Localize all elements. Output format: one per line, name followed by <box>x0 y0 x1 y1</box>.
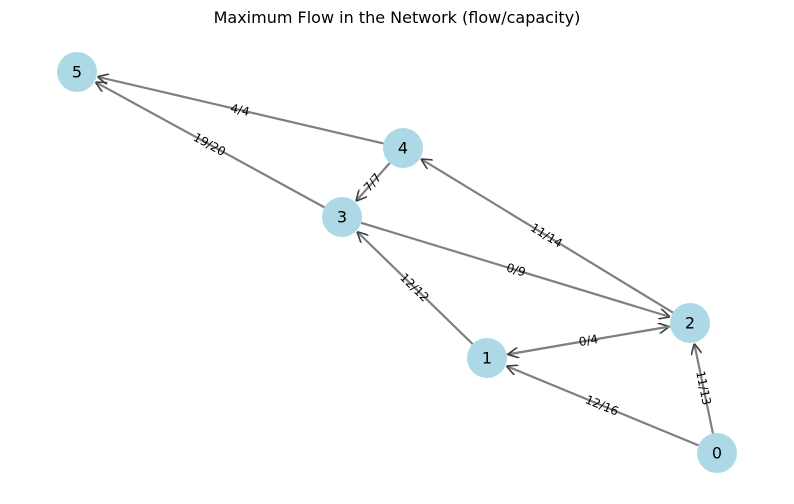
node-2: 2 <box>670 303 710 343</box>
edge-label-0-1: 12/16 <box>583 392 620 418</box>
node-circle <box>322 197 362 237</box>
node-circle <box>467 338 507 378</box>
edge-label-4-5: 4/4 <box>229 101 251 119</box>
edge-1-3 <box>357 232 474 345</box>
node-label: 3 <box>337 208 347 227</box>
node-label: 5 <box>72 63 82 82</box>
edge-4-5 <box>97 77 384 145</box>
edge-0-2 <box>694 344 715 434</box>
edge-label-2-1: 0/4 <box>578 332 599 349</box>
node-circle <box>670 303 710 343</box>
node-label: 1 <box>482 349 492 368</box>
edge-3-5 <box>95 81 325 209</box>
edge-label-3-2: 0/9 <box>505 260 528 279</box>
edge-3-2 <box>360 221 670 317</box>
node-label: 0 <box>712 444 722 463</box>
node-label: 4 <box>398 139 408 158</box>
node-3: 3 <box>322 197 362 237</box>
edge-label-3-5: 19/20 <box>191 130 228 159</box>
diagram-title: Maximum Flow in the Network (flow/capaci… <box>213 8 581 27</box>
node-circle <box>697 433 737 473</box>
node-label: 2 <box>685 314 695 333</box>
edge-4-3 <box>356 162 391 201</box>
edge-2-4 <box>421 159 674 314</box>
edge-0-1 <box>506 366 699 447</box>
node-5: 5 <box>57 52 97 92</box>
node-1: 1 <box>467 338 507 378</box>
node-circle <box>383 128 423 168</box>
node-circle <box>57 52 97 92</box>
node-0: 0 <box>697 433 737 473</box>
edge-label-2-4: 11/14 <box>528 221 565 251</box>
edge-label-0-2: 11/13 <box>693 370 714 407</box>
edge-label-1-3: 12/12 <box>397 270 432 304</box>
edge-2-1 <box>508 325 671 354</box>
node-4: 4 <box>383 128 423 168</box>
